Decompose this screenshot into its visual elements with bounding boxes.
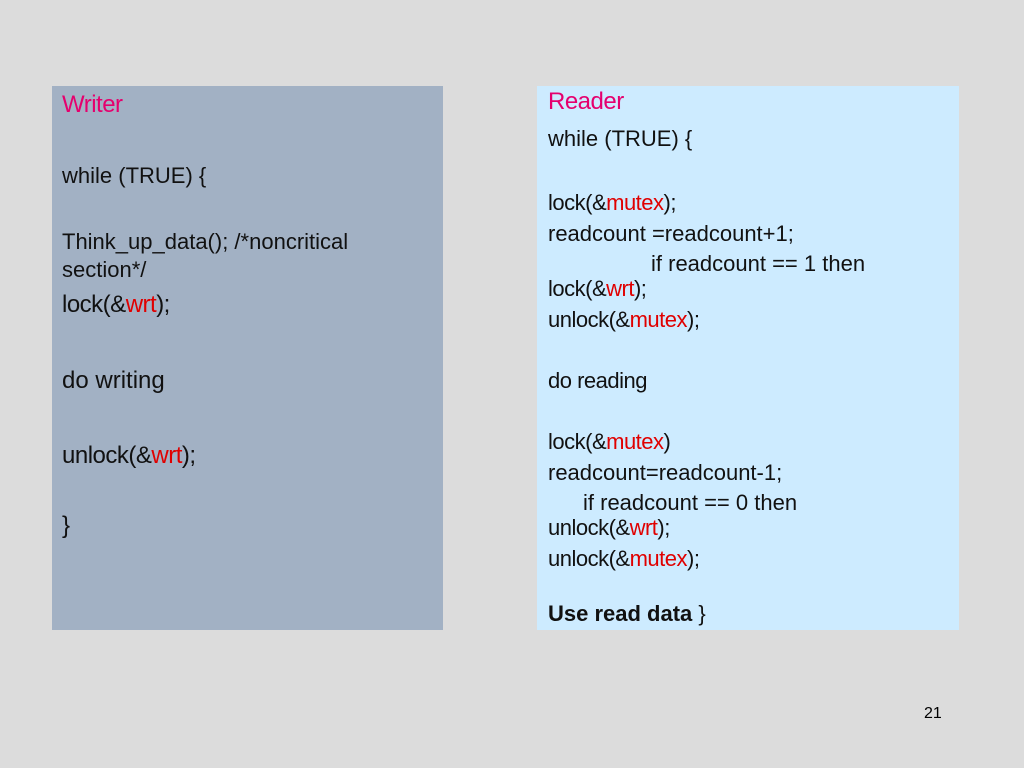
writer-lock-prefix: lock(& [62, 291, 126, 318]
reader-panel: Reader while (TRUE) { lock(&mutex); read… [537, 86, 959, 630]
reader-unlock-mutex-1: unlock(&mutex); [548, 307, 700, 333]
writer-panel: Writer while (TRUE) { Think_up_data(); /… [52, 86, 443, 630]
writer-unlock-var: wrt [151, 442, 182, 469]
reader-decrement-line: readcount=readcount-1; [548, 460, 783, 485]
reader-use-read-line: Use read data } [548, 601, 706, 627]
reader-unlock2-suffix: ); [687, 546, 700, 571]
reader-lockw-suffix: ); [633, 276, 647, 301]
reader-lock2-var: mutex [606, 429, 664, 454]
reader-use-read-data: Use read data [548, 601, 693, 626]
reader-lock-mutex-1: lock(&mutex); [548, 190, 677, 216]
writer-unlock-suffix: ); [181, 442, 196, 469]
writer-think-line-2: section*/ [62, 257, 147, 282]
reader-unlock-wrt: unlock(&wrt); [548, 515, 670, 541]
writer-lock-var: wrt [125, 291, 157, 318]
reader-unlockw-var: wrt [629, 515, 658, 540]
reader-title: Reader [548, 88, 624, 115]
reader-unlock1-prefix: unlock(& [548, 307, 630, 332]
reader-unlock2-var: mutex [629, 546, 688, 571]
reader-lock1-var: mutex [606, 190, 664, 215]
reader-unlock1-suffix: ); [687, 307, 700, 332]
writer-close-brace: } [62, 512, 71, 539]
reader-unlock2-prefix: unlock(& [548, 546, 630, 571]
reader-lockw-prefix: lock(& [548, 276, 607, 301]
writer-title: Writer [62, 91, 123, 118]
reader-unlockw-prefix: unlock(& [548, 515, 630, 540]
reader-increment-line: readcount =readcount+1; [548, 221, 794, 246]
page-number: 21 [924, 705, 942, 722]
reader-lock1-prefix: lock(& [548, 190, 607, 215]
writer-lock-suffix: ); [156, 291, 170, 318]
reader-if-one-line: if readcount == 1 then [651, 251, 866, 276]
writer-unlock-line: unlock(&wrt); [62, 442, 196, 470]
reader-lock1-suffix: ); [663, 190, 677, 215]
reader-lock2-prefix: lock(& [548, 429, 607, 454]
reader-lock-mutex-2: lock(&mutex) [548, 429, 671, 455]
reader-unlockw-suffix: ); [657, 515, 670, 540]
reader-unlock1-var: mutex [629, 307, 688, 332]
reader-unlock-mutex-2: unlock(&mutex); [548, 546, 700, 572]
reader-lockw-var: wrt [606, 276, 634, 301]
reader-do-reading: do reading [548, 368, 647, 393]
reader-if-zero-line: if readcount == 0 then [583, 490, 798, 515]
reader-lock-wrt: lock(&wrt); [548, 276, 647, 302]
writer-lock-line: lock(&wrt); [62, 291, 170, 319]
reader-lock2-suffix: ) [663, 429, 671, 454]
reader-close-brace: } [692, 601, 706, 626]
writer-think-line-1: Think_up_data(); /*noncritical [62, 229, 349, 254]
reader-while-line: while (TRUE) { [548, 126, 693, 151]
writer-while-line: while (TRUE) { [62, 163, 207, 188]
writer-do-writing: do writing [62, 367, 165, 394]
writer-unlock-prefix: unlock(& [62, 442, 152, 469]
